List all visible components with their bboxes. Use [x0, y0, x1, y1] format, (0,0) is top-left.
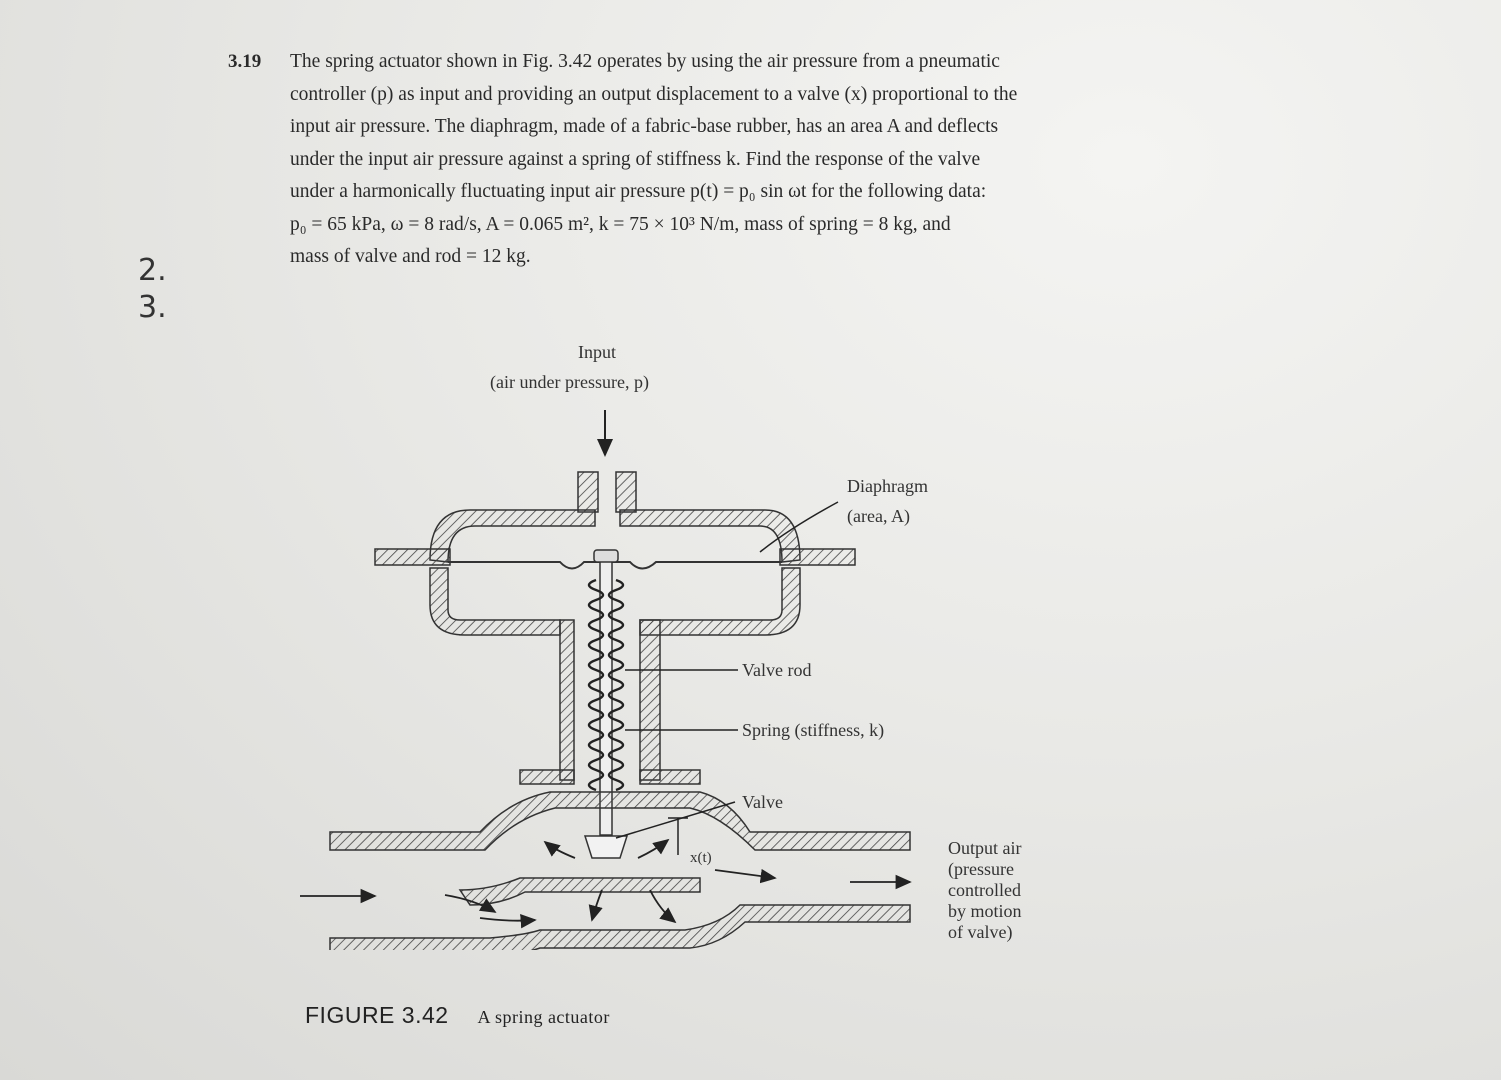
- caption-figure-number: FIGURE 3.42: [305, 1002, 449, 1028]
- actuator-diagram: [300, 410, 912, 950]
- valve-plug: [583, 835, 629, 859]
- problem-line: under a harmonically fluctuating input a…: [290, 181, 987, 202]
- output-label-line: controlled: [948, 880, 1021, 900]
- problem-number: 3.19: [228, 51, 262, 72]
- valve-rod-label: Valve rod: [742, 660, 812, 680]
- problem-line: input air pressure. The diaphragm, made …: [290, 116, 999, 137]
- input-sublabel: (air under pressure, p): [490, 372, 649, 392]
- problem-text: The spring actuator shown in Fig. 3.42 o…: [290, 46, 1268, 274]
- valve-label: Valve: [742, 792, 783, 812]
- diaphragm: [448, 561, 782, 570]
- output-label-line: (pressure: [948, 859, 1014, 879]
- displacement-label: x(t): [690, 850, 712, 866]
- output-label: Output air (pressure controlled by motio…: [948, 838, 1022, 943]
- diaphragm-housing: [429, 509, 596, 563]
- diaphragm-label: Diaphragm: [847, 476, 928, 496]
- problem-line: p₀ = 65 kPa, ω = 8 rad/s, A = 0.065 m², …: [290, 213, 951, 235]
- problem-line: under the input air pressure against a s…: [290, 148, 981, 170]
- problem-line: controller (p) as input and providing an…: [290, 83, 1018, 105]
- output-label-line: by motion: [948, 901, 1022, 921]
- output-label-line: Output air: [948, 838, 1022, 858]
- spring: [587, 578, 625, 792]
- spring-label: Spring (stiffness, k): [742, 720, 885, 740]
- input-label: Input: [578, 342, 616, 362]
- figure-caption: FIGURE 3.42 A spring actuator: [305, 1002, 610, 1029]
- spring-actuator-figure: Input (air under pressure, p) Diaphragm …: [290, 330, 1080, 950]
- valve-body: [329, 791, 911, 851]
- spring-housing-right: [639, 619, 661, 781]
- margin-number: 2.: [138, 253, 167, 288]
- spring-housing-left: [559, 619, 575, 781]
- diaphragm-sublabel: (area, A): [847, 506, 910, 526]
- margin-number: 3.: [138, 290, 167, 325]
- problem-line: mass of valve and rod = 12 kg.: [290, 246, 531, 267]
- caption-title: A spring actuator: [477, 1007, 610, 1027]
- problem-statement: 3.19 The spring actuator shown in Fig. 3…: [228, 46, 1268, 274]
- output-label-line: of valve): [948, 922, 1013, 942]
- problem-line: The spring actuator shown in Fig. 3.42 o…: [290, 51, 1000, 72]
- inlet-nozzle: [577, 471, 599, 513]
- flow-arrows: [300, 838, 912, 929]
